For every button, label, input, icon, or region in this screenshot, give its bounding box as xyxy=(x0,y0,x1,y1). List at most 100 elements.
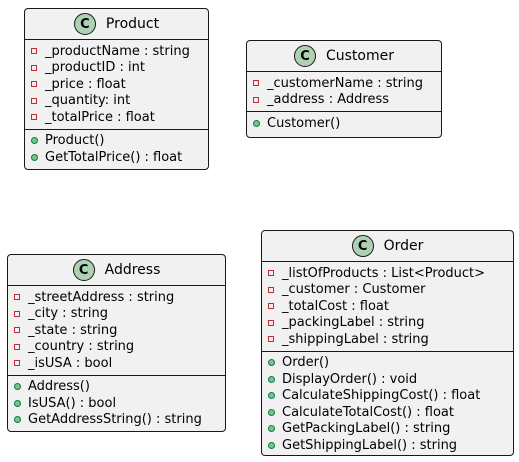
private-visibility-icon xyxy=(253,96,259,103)
method-text: CalculateTotalCost() : float xyxy=(282,404,454,420)
attribute-row: _address : Address xyxy=(253,92,441,109)
attribute-text: _city : string xyxy=(28,306,109,322)
private-visibility-icon xyxy=(14,343,20,350)
attribute-row: _customer : Customer xyxy=(268,282,513,299)
attribute-text: _totalPrice : float xyxy=(45,109,155,125)
class-box-customer: C Customer _customerName : string _addre… xyxy=(246,40,442,138)
method-text: Address() xyxy=(28,379,90,395)
class-name: Address xyxy=(104,262,161,278)
attribute-text: _packingLabel : string xyxy=(282,315,425,331)
private-visibility-icon xyxy=(268,319,274,326)
attribute-text: _streetAddress : string xyxy=(28,289,175,305)
method-text: IsUSA() : bool xyxy=(28,395,117,411)
private-visibility-icon xyxy=(31,114,37,121)
private-visibility-icon xyxy=(31,48,37,55)
attribute-text: _productID : int xyxy=(45,60,145,76)
attribute-row: _country : string xyxy=(14,339,225,356)
attribute-row: _shippingLabel : string xyxy=(268,331,513,348)
attribute-row: _customerName : string xyxy=(253,75,441,92)
methods-section: Address() IsUSA() : bool GetAddressStrin… xyxy=(8,374,225,432)
methods-section: Product() GetTotalPrice() : float xyxy=(25,128,208,169)
private-visibility-icon xyxy=(31,64,37,71)
method-row: GetPackingLabel() : string xyxy=(268,421,513,438)
private-visibility-icon xyxy=(268,286,274,293)
public-visibility-icon xyxy=(268,425,275,433)
public-visibility-icon xyxy=(268,408,275,416)
attribute-text: _isUSA : bool xyxy=(28,355,113,371)
method-row: IsUSA() : bool xyxy=(14,395,225,412)
class-c-icon: C xyxy=(293,45,316,67)
attribute-row: _price : float xyxy=(31,76,208,93)
private-visibility-icon xyxy=(268,303,274,310)
class-box-product: C Product _productName : string _product… xyxy=(24,8,209,170)
method-row: DisplayOrder() : void xyxy=(268,371,513,388)
method-text: GetAddressString() : string xyxy=(28,412,202,428)
attribute-text: _productName : string xyxy=(45,43,190,59)
attribute-text: _address : Address xyxy=(267,92,389,108)
attributes-section: _listOfProducts : List<Product> _custome… xyxy=(262,261,513,351)
class-c-icon: C xyxy=(351,235,374,257)
attribute-text: _country : string xyxy=(28,339,135,355)
attribute-row: _state : string xyxy=(14,322,225,339)
methods-section: Order() DisplayOrder() : void CalculateS… xyxy=(262,350,513,457)
public-visibility-icon xyxy=(14,416,21,424)
public-visibility-icon xyxy=(268,441,275,449)
attribute-text: _shippingLabel : string xyxy=(282,331,429,347)
attributes-section: _streetAddress : string _city : string _… xyxy=(8,285,225,375)
attribute-row: _packingLabel : string xyxy=(268,315,513,332)
attribute-text: _quantity: int xyxy=(45,93,131,109)
attribute-row: _streetAddress : string xyxy=(14,289,225,306)
method-row: Customer() xyxy=(253,115,441,132)
method-row: GetShippingLabel() : string xyxy=(268,437,513,454)
method-text: CalculateShippingCost() : float xyxy=(282,388,481,404)
public-visibility-icon xyxy=(253,119,260,127)
attributes-section: _productName : string _productID : int _… xyxy=(25,39,208,129)
method-text: GetPackingLabel() : string xyxy=(282,421,451,437)
attribute-text: _state : string xyxy=(28,322,118,338)
attribute-text: _customerName : string xyxy=(267,75,424,91)
class-header: C Customer xyxy=(247,41,441,71)
attribute-text: _customer : Customer xyxy=(282,282,426,298)
class-c-icon: C xyxy=(73,13,96,35)
private-visibility-icon xyxy=(14,360,20,367)
class-header: C Address xyxy=(8,255,225,285)
private-visibility-icon xyxy=(253,80,259,87)
public-visibility-icon xyxy=(268,375,275,383)
private-visibility-icon xyxy=(268,336,274,343)
methods-section: Customer() xyxy=(247,111,441,135)
private-visibility-icon xyxy=(31,97,37,104)
private-visibility-icon xyxy=(14,327,20,334)
class-box-order: C Order _listOfProducts : List<Product> … xyxy=(261,230,514,456)
attribute-row: _isUSA : bool xyxy=(14,355,225,372)
private-visibility-icon xyxy=(14,294,20,301)
class-c-icon: C xyxy=(72,259,95,281)
class-name: Order xyxy=(383,238,424,254)
method-text: GetShippingLabel() : string xyxy=(282,437,458,453)
attribute-row: _totalCost : float xyxy=(268,298,513,315)
method-row: Product() xyxy=(31,133,208,150)
attribute-text: _totalCost : float xyxy=(282,298,389,314)
method-row: CalculateTotalCost() : float xyxy=(268,404,513,421)
private-visibility-icon xyxy=(31,81,37,88)
public-visibility-icon xyxy=(31,153,38,161)
public-visibility-icon xyxy=(268,392,275,400)
attribute-row: _productID : int xyxy=(31,60,208,77)
private-visibility-icon xyxy=(14,310,20,317)
attributes-section: _customerName : string _address : Addres… xyxy=(247,71,441,111)
class-header: C Order xyxy=(262,231,513,261)
attribute-row: _totalPrice : float xyxy=(31,109,208,126)
method-text: Customer() xyxy=(267,115,341,131)
class-name: Product xyxy=(105,16,160,32)
method-text: Product() xyxy=(45,133,105,149)
class-header: C Product xyxy=(25,9,208,39)
attribute-text: _price : float xyxy=(45,76,126,92)
method-row: GetAddressString() : string xyxy=(14,412,225,429)
attribute-row: _quantity: int xyxy=(31,93,208,110)
method-row: Address() xyxy=(14,379,225,396)
method-text: DisplayOrder() : void xyxy=(282,371,418,387)
method-row: GetTotalPrice() : float xyxy=(31,149,208,166)
class-name: Customer xyxy=(325,48,394,64)
method-text: Order() xyxy=(282,355,330,371)
attribute-text: _listOfProducts : List<Product> xyxy=(282,265,486,281)
method-row: CalculateShippingCost() : float xyxy=(268,388,513,405)
